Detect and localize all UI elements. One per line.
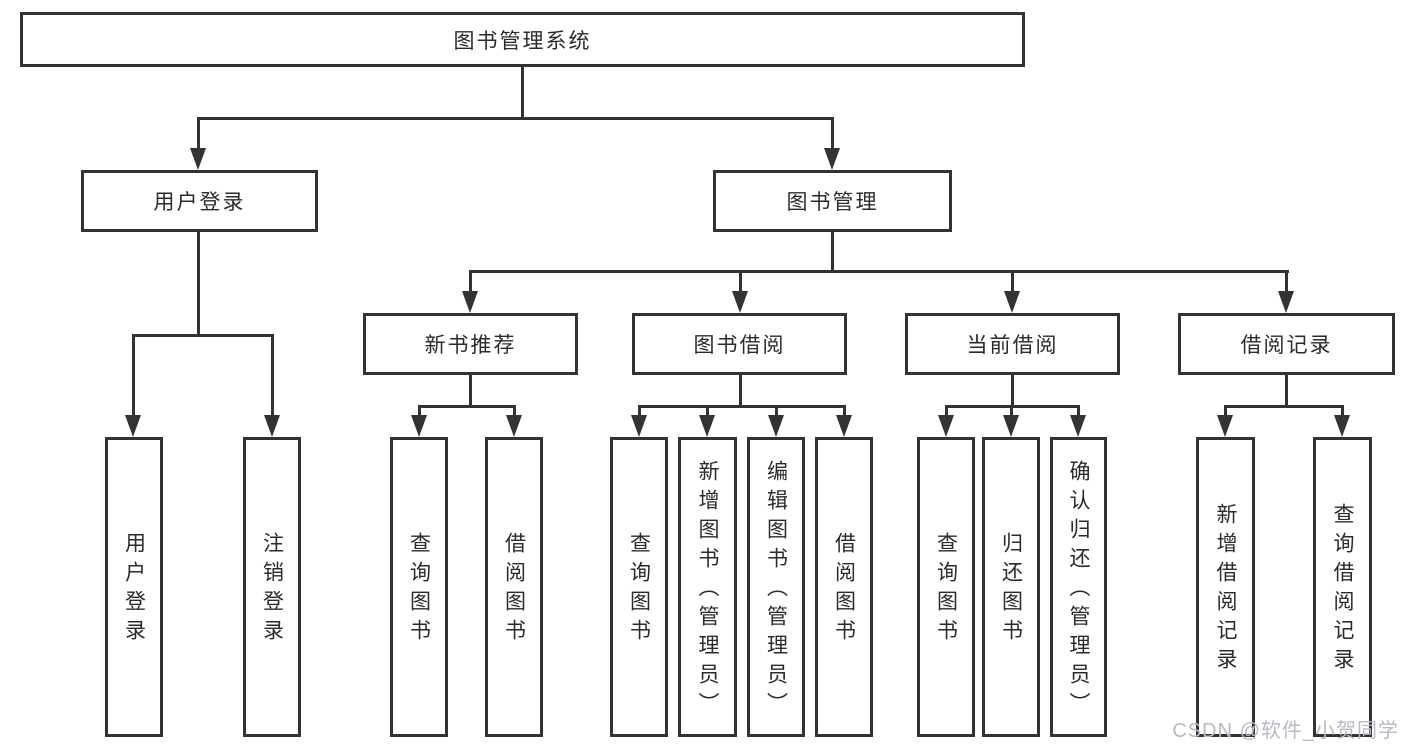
connector-line (132, 334, 274, 337)
node-user-login: 用户登录 (81, 170, 318, 232)
node-leaf-query-books-newbooks: 查询图书 (390, 437, 448, 737)
connector-line (739, 270, 742, 293)
connector-line (1011, 270, 1014, 293)
arrowhead-down-icon (938, 415, 954, 437)
node-book-mgmt: 图书管理 (713, 170, 952, 232)
node-leaf-edit-books-admin: 编辑图书（管理员） (747, 437, 805, 737)
arrowhead-down-icon (1278, 291, 1294, 313)
connector-line (469, 270, 472, 293)
arrowhead-down-icon (462, 291, 478, 313)
arrowhead-down-icon (1334, 415, 1350, 437)
connector-line (469, 270, 1289, 273)
arrowhead-down-icon (411, 415, 427, 437)
connector-line (469, 375, 472, 407)
node-borrow-records: 借阅记录 (1178, 313, 1395, 375)
arrowhead-down-icon (125, 415, 141, 437)
connector-line (945, 405, 948, 417)
arrowhead-down-icon (1070, 415, 1086, 437)
arrowhead-down-icon (1217, 415, 1233, 437)
connector-line (638, 405, 641, 417)
node-new-books: 新书推荐 (363, 313, 578, 375)
connector-line (1341, 405, 1344, 417)
arrowhead-down-icon (1003, 415, 1019, 437)
connector-line (739, 375, 742, 407)
connector-line (521, 67, 524, 119)
connector-line (831, 117, 834, 150)
node-leaf-query-borrow-record: 查询借阅记录 (1313, 437, 1372, 737)
node-leaf-query-books-borrow: 查询图书 (610, 437, 668, 737)
node-leaf-confirm-return-admin: 确认归还（管理员） (1050, 437, 1107, 737)
connector-line (197, 117, 200, 150)
connector-line (831, 232, 834, 272)
connector-line (775, 405, 778, 417)
connector-line (197, 117, 834, 120)
connector-line (1285, 270, 1288, 293)
connector-line (638, 405, 846, 408)
node-leaf-add-books-admin: 新增图书（管理员） (678, 437, 737, 737)
arrowhead-down-icon (190, 148, 206, 170)
node-book-borrow: 图书借阅 (632, 313, 847, 375)
arrowhead-down-icon (824, 148, 840, 170)
arrowhead-down-icon (506, 415, 522, 437)
connector-line (1011, 375, 1014, 407)
arrowhead-down-icon (631, 415, 647, 437)
connector-line (132, 334, 135, 417)
arrowhead-down-icon (732, 291, 748, 313)
connector-line (418, 405, 421, 417)
connector-line (1077, 405, 1080, 417)
node-leaf-add-borrow-record: 新增借阅记录 (1196, 437, 1255, 737)
connector-line (197, 232, 200, 336)
watermark: CSDN @软件_小贺同学 (1172, 720, 1399, 742)
connector-line (271, 334, 274, 417)
connector-line (1010, 405, 1013, 417)
connector-line (843, 405, 846, 417)
node-leaf-borrow-books-newbooks: 借阅图书 (485, 437, 543, 737)
connector-line (418, 405, 516, 408)
node-leaf-logout: 注销登录 (243, 437, 301, 737)
arrowhead-down-icon (768, 415, 784, 437)
arrowhead-down-icon (699, 415, 715, 437)
connector-line (513, 405, 516, 417)
connector-line (1285, 375, 1288, 407)
node-leaf-query-books-current: 查询图书 (917, 437, 975, 737)
connector-line (706, 405, 709, 417)
node-leaf-borrow-books: 借阅图书 (815, 437, 873, 737)
arrowhead-down-icon (1004, 291, 1020, 313)
node-current-borrow: 当前借阅 (905, 313, 1120, 375)
node-root: 图书管理系统 (20, 12, 1025, 67)
node-leaf-user-login: 用户登录 (105, 437, 163, 737)
arrowhead-down-icon (836, 415, 852, 437)
arrowhead-down-icon (264, 415, 280, 437)
connector-line (1224, 405, 1344, 408)
node-leaf-return-books: 归还图书 (982, 437, 1040, 737)
connector-line (1224, 405, 1227, 417)
